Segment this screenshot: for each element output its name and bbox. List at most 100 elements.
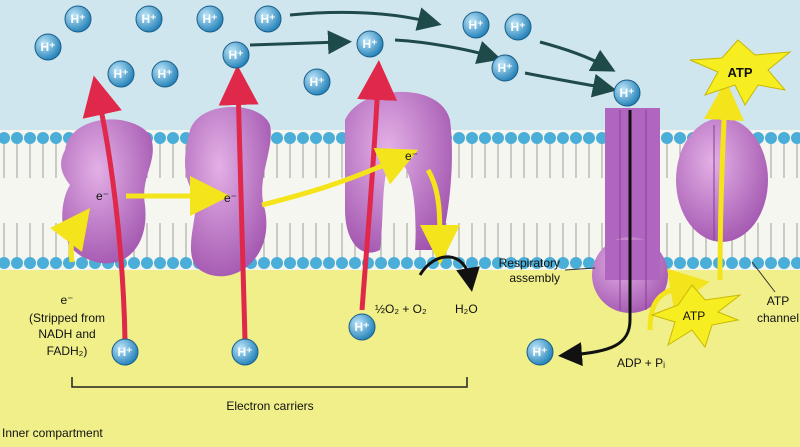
- proton-ion: H⁺: [526, 338, 554, 366]
- svg-text:H⁺: H⁺: [498, 61, 513, 75]
- svg-text:H⁺: H⁺: [533, 345, 548, 359]
- proton-ion: H⁺: [64, 5, 92, 33]
- lipid-head: [765, 132, 777, 144]
- svg-text:H⁺: H⁺: [363, 37, 378, 51]
- svg-text:H⁺: H⁺: [118, 345, 133, 359]
- lipid-head: [726, 257, 738, 269]
- svg-text:H⁺: H⁺: [355, 320, 370, 334]
- lipid-head: [310, 132, 322, 144]
- lipid-head: [258, 257, 270, 269]
- lipid-head: [752, 257, 764, 269]
- proton-pump-arrows: [82, 60, 398, 341]
- svg-text:H⁺: H⁺: [114, 67, 129, 81]
- lipid-head: [128, 257, 140, 269]
- atp-channel-pointer: [751, 261, 776, 293]
- lipid-head: [37, 257, 49, 269]
- lipid-head: [505, 132, 517, 144]
- lipid-head: [167, 132, 179, 144]
- proton-ion: H⁺: [34, 33, 62, 61]
- respiratory-assembly: [592, 108, 668, 313]
- lipid-head: [531, 257, 543, 269]
- proton-ion: H⁺: [196, 5, 224, 33]
- lipid-head: [544, 132, 556, 144]
- lipid-head: [271, 132, 283, 144]
- svg-text:H⁺: H⁺: [511, 20, 526, 34]
- electron-source-label: e⁻ (Stripped from NADH and FADH₂): [29, 293, 105, 358]
- svg-text:H⁺: H⁺: [238, 345, 253, 359]
- lipid-head: [24, 257, 36, 269]
- lipid-head: [24, 132, 36, 144]
- electron-label-1: e⁻: [96, 189, 109, 203]
- lipid-head: [583, 257, 595, 269]
- proton-ion: H⁺: [254, 5, 282, 33]
- proton-flow-arrows: [249, 7, 617, 98]
- lipid-head: [492, 132, 504, 144]
- lipid-head: [765, 257, 777, 269]
- svg-text:H⁺: H⁺: [469, 18, 484, 32]
- proton-ion: H⁺: [231, 338, 259, 366]
- electron-label-3: e⁻: [405, 149, 418, 163]
- svg-text:H⁺: H⁺: [158, 67, 173, 81]
- adp-label: ADP + Pᵢ: [617, 356, 665, 370]
- svg-text:H⁺: H⁺: [229, 48, 244, 62]
- lipid-head: [466, 132, 478, 144]
- proton-return-arrow: [558, 110, 632, 367]
- svg-text:NADH and: NADH and: [38, 327, 95, 341]
- proton-ion: H⁺: [348, 313, 376, 341]
- lipid-head: [180, 257, 192, 269]
- respiratory-label-2: assembly: [509, 271, 560, 285]
- svg-text:H⁺: H⁺: [310, 75, 325, 89]
- proton-ion: H⁺: [462, 11, 490, 39]
- respiratory-pointer: [564, 267, 596, 271]
- lipid-head: [557, 132, 569, 144]
- lipid-head: [0, 257, 10, 269]
- lipid-head: [479, 257, 491, 269]
- lipid-head: [700, 257, 712, 269]
- electron-carriers-bracket: [71, 377, 468, 388]
- lipid-head: [687, 257, 699, 269]
- lipid-head: [453, 132, 465, 144]
- svg-text:H⁺: H⁺: [71, 12, 86, 26]
- lipid-head: [791, 132, 800, 144]
- svg-text:H⁺: H⁺: [203, 12, 218, 26]
- lipid-head: [570, 132, 582, 144]
- electron-label-2: e⁻: [224, 191, 237, 205]
- respiratory-label-1: Respiratory: [499, 256, 560, 270]
- lipid-head: [11, 132, 23, 144]
- lipid-head: [388, 257, 400, 269]
- lipid-head: [271, 257, 283, 269]
- electron-carriers-label: Electron carriers: [226, 399, 313, 413]
- lipid-head: [141, 257, 153, 269]
- lipid-head: [284, 132, 296, 144]
- atp-star-top: ATP: [689, 39, 792, 107]
- proton-ion: H⁺: [107, 60, 135, 88]
- lipid-head: [349, 257, 361, 269]
- oxygen-reaction-label: ½O₂ + O₂: [375, 302, 427, 316]
- protons: H⁺H⁺H⁺H⁺H⁺H⁺H⁺H⁺H⁺H⁺H⁺H⁺H⁺H⁺H⁺H⁺H⁺H⁺: [34, 5, 641, 366]
- proton-ion: H⁺: [491, 54, 519, 82]
- proton-ion: H⁺: [151, 60, 179, 88]
- lipid-head: [50, 257, 62, 269]
- lipid-head: [661, 132, 673, 144]
- svg-text:H⁺: H⁺: [261, 12, 276, 26]
- proton-ion: H⁺: [504, 13, 532, 41]
- proton-ion: H⁺: [111, 338, 139, 366]
- atp-star-bottom: ATP: [650, 284, 742, 349]
- lipid-head: [297, 257, 309, 269]
- svg-text:H⁺: H⁺: [41, 40, 56, 54]
- inner-compartment-label: Inner compartment: [2, 426, 103, 440]
- lipid-head: [778, 257, 790, 269]
- proton-ion: H⁺: [613, 79, 641, 107]
- atp-bottom-label: ATP: [683, 309, 705, 323]
- atp-channel-label-1: ATP: [767, 294, 789, 308]
- lipid-head: [570, 257, 582, 269]
- lipid-head: [11, 257, 23, 269]
- lipid-head: [336, 257, 348, 269]
- lipid-head: [50, 132, 62, 144]
- proton-ion: H⁺: [222, 41, 250, 69]
- atp-channel-label-2: channel: [757, 311, 799, 325]
- lipid-head: [154, 132, 166, 144]
- water-formation-arrow: [418, 255, 480, 292]
- lipid-head: [505, 257, 517, 269]
